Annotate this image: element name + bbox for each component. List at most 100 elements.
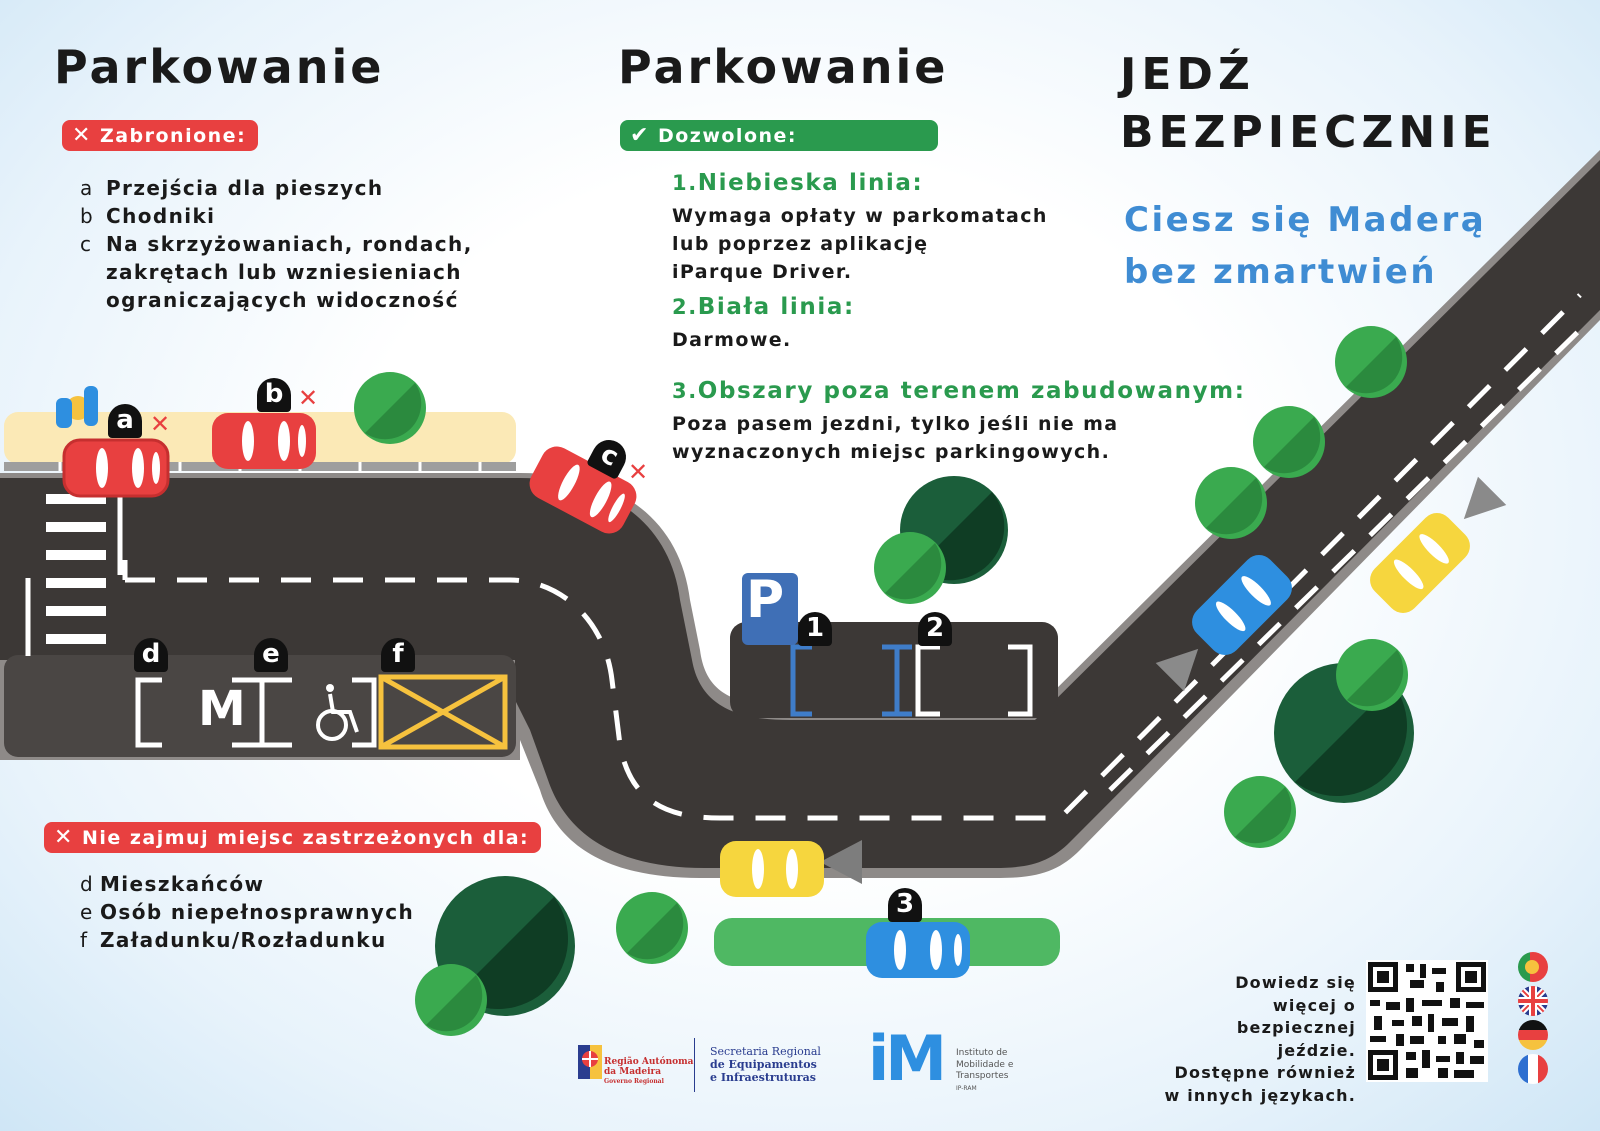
section-heading-text: Obszary poza terenem zabudowanym: <box>697 378 1246 404</box>
madeira-crest-icon <box>578 1045 602 1079</box>
imt-logo-text: Instituto de Mobilidade e Transportes IP… <box>956 1048 1013 1094</box>
car-yellow-road <box>720 840 862 897</box>
close-icon: ✕ <box>628 458 649 486</box>
list-text: ograniczających widoczność <box>106 288 459 312</box>
logo-text: Região Autónoma <box>604 1057 694 1067</box>
logo-text: Governo Regional <box>604 1078 664 1085</box>
loading-bay <box>378 674 508 750</box>
section-number: 3. <box>672 379 698 403</box>
list-text: Mieszkańców <box>100 872 265 896</box>
logo-text: da Madeira <box>604 1067 662 1077</box>
qr-caption-line: w innych językach. <box>1164 1085 1356 1105</box>
logo-divider <box>694 1038 695 1092</box>
allowed-section-1-body: Wymaga opłaty w parkomatach lub poprzez … <box>672 202 1048 286</box>
body-line: wyznaczonych miejsc parkingowych. <box>672 441 1111 463</box>
qr-caption-line: Dowiedz się <box>1235 973 1356 992</box>
close-icon: ✕ <box>72 123 92 148</box>
close-icon: ✕ <box>298 384 319 412</box>
list-key: c <box>80 232 93 256</box>
portugal-flag-icon[interactable] <box>1518 952 1548 982</box>
logo-text: Secretaria Regional <box>710 1045 821 1058</box>
body-line: Darmowe. <box>672 329 792 351</box>
center-line <box>125 293 1582 821</box>
logo-text: Instituto de <box>956 1048 1008 1058</box>
list-key: e <box>80 900 94 924</box>
im-logo: iM <box>868 1022 947 1095</box>
zebra-crossing <box>46 494 106 644</box>
logo-text: IP-RAM <box>956 1084 977 1092</box>
list-key: f <box>80 928 89 952</box>
section-heading-text: Niebieska linia: <box>697 170 924 196</box>
safe-subtitle: Ciesz się Maderą bez zmartwień <box>1124 194 1486 298</box>
forbidden-title: Parkowanie <box>54 40 385 94</box>
reserved-badge-label: Nie zajmuj miejsc zastrzeżonych dla: <box>81 826 530 849</box>
marker-2: 2 <box>918 612 952 646</box>
marker-d: d <box>134 638 168 672</box>
forbidden-badge: ✕ Zabronione: <box>62 120 259 151</box>
marker-e: e <box>254 638 288 672</box>
pedestrian-icon <box>56 386 98 428</box>
forbidden-badge-label: Zabronione: <box>99 124 247 147</box>
parking-sign-letter: P <box>746 570 785 630</box>
main-road <box>0 160 1600 868</box>
list-key <box>80 258 106 286</box>
list-key: d <box>80 872 95 896</box>
car-a <box>62 438 170 498</box>
qr-code-icon[interactable] <box>1366 960 1488 1082</box>
body-line: iParque Driver. <box>672 261 853 283</box>
close-icon: ✕ <box>54 825 74 850</box>
germany-flag-icon[interactable] <box>1518 1020 1548 1050</box>
reserved-badge: ✕ Nie zajmuj miejsc zastrzeżonych dla: <box>44 822 542 853</box>
uk-flag-icon[interactable] <box>1518 986 1548 1016</box>
trees <box>354 326 1414 1036</box>
marker-b: b <box>257 378 291 412</box>
body-line: Wymaga opłaty w parkomatach <box>672 205 1048 227</box>
logo-text: de Equipamentos <box>710 1058 817 1071</box>
safe-subtitle-line: bez zmartwień <box>1124 252 1438 292</box>
list-text: zakrętach lub wzniesieniach <box>106 260 462 284</box>
qr-caption: Dowiedz się więcej o bezpiecznej jeździe… <box>1148 972 1356 1107</box>
allowed-badge: ✔ Dozwolone: <box>620 120 938 151</box>
list-item: ograniczających widoczność <box>80 286 473 314</box>
list-text: Załadunku/Rozładunku <box>100 928 387 952</box>
safe-heading-line: BEZPIECZNIE <box>1120 107 1497 158</box>
safe-heading-line: JEDŹ <box>1120 49 1255 100</box>
list-text: Osób niepełnosprawnych <box>100 900 415 924</box>
body-line: Poza pasem jezdni, tylko jeśli nie ma <box>672 413 1119 435</box>
car-c <box>529 446 637 534</box>
marker-a: a <box>108 404 142 438</box>
car-blue-3 <box>866 922 970 978</box>
section-number: 1. <box>672 171 698 195</box>
allowed-title: Parkowanie <box>618 40 949 94</box>
marker-f: f <box>381 638 415 672</box>
allowed-section-3-body: Poza pasem jezdni, tylko jeśli nie ma wy… <box>672 410 1119 466</box>
list-key: a <box>80 176 94 200</box>
body-line: lub poprzez aplikację <box>672 233 929 255</box>
allowed-badge-label: Dozwolone: <box>657 124 798 147</box>
car-blue-diag <box>1155 555 1292 692</box>
safe-subtitle-line: Ciesz się Maderą <box>1124 200 1487 240</box>
resident-sign-letter: M <box>198 681 246 737</box>
list-key <box>80 286 106 314</box>
logo-text: e Infraestruturas <box>710 1071 816 1084</box>
allowed-section-2-body: Darmowe. <box>672 326 792 354</box>
logo-text: Transportes <box>956 1071 1009 1081</box>
allowed-section-1-heading: 1.Niebieska linia: <box>672 170 923 196</box>
close-icon: ✕ <box>150 410 171 438</box>
list-item: f Załadunku/Rozładunku <box>80 926 414 954</box>
secretaria-logo: Secretaria Regional de Equipamentos e In… <box>710 1045 821 1084</box>
list-item: a Przejścia dla pieszych <box>80 174 473 202</box>
france-flag-icon[interactable] <box>1518 1054 1548 1084</box>
allowed-section-3-heading: 3.Obszary poza terenem zabudowanym: <box>672 378 1246 404</box>
wheelchair-icon <box>316 693 359 741</box>
qr-caption-line: jeździe. <box>1277 1040 1356 1060</box>
parking-sign-icon <box>742 573 798 645</box>
list-text: Chodniki <box>106 204 216 228</box>
list-text: Przejścia dla pieszych <box>106 176 384 200</box>
